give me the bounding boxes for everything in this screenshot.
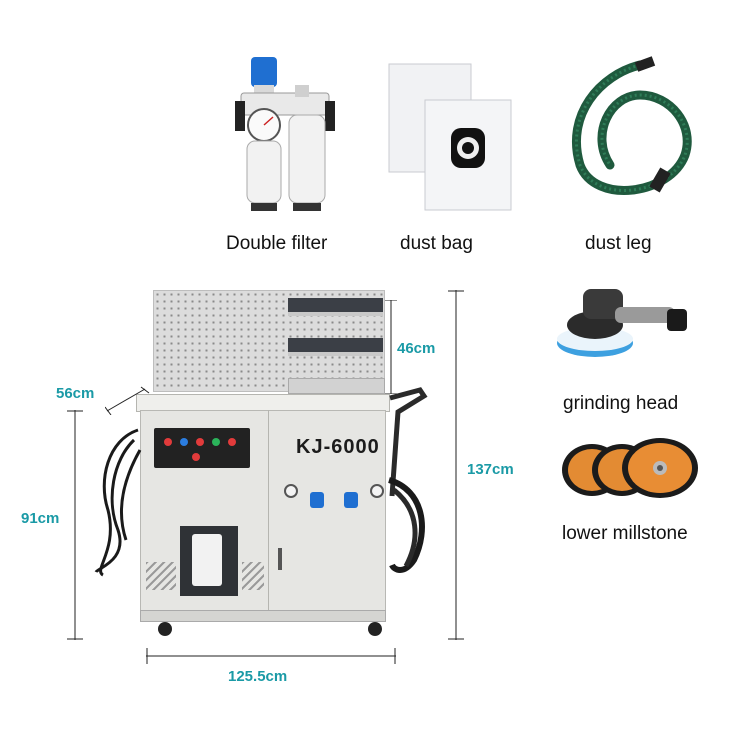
air-gauge-right	[370, 484, 384, 498]
dimension-cabinet-height-line	[67, 410, 83, 640]
dimension-depth-line	[104, 385, 155, 416]
dimension-width-label: 125.5cm	[228, 668, 288, 685]
lower-millstone-image	[560, 435, 705, 505]
wheel-left	[158, 622, 172, 636]
double-filter-image	[235, 55, 335, 215]
dust-bag-image	[385, 62, 515, 212]
vent-left	[146, 562, 176, 590]
lower-millstone-label: lower millstone	[562, 523, 688, 544]
socket-left	[310, 492, 324, 508]
dimension-depth-label: 56cm	[56, 385, 95, 402]
dimension-board-height-label: 46cm	[397, 340, 436, 357]
dust-leg-image	[560, 55, 700, 205]
control-panel	[154, 428, 250, 468]
air-gauge-left	[284, 484, 298, 498]
door-divider	[268, 410, 269, 610]
hose-left	[88, 420, 144, 580]
dust-bag-label: dust bag	[400, 233, 473, 254]
dimension-cabinet-height-label: 91cm	[21, 510, 60, 527]
wheel-right	[368, 622, 382, 636]
filter-unit-small	[192, 534, 222, 586]
grinding-head-label: grinding head	[563, 393, 679, 414]
dimension-width-line	[146, 648, 396, 664]
dust-leg-label: dust leg	[585, 233, 652, 254]
shelf-top	[288, 298, 383, 316]
vent-right	[242, 562, 264, 590]
grinding-head-image	[555, 283, 695, 363]
socket-right	[344, 492, 358, 508]
shelf-bottom	[288, 378, 385, 394]
shelf-middle	[288, 338, 383, 356]
double-filter-label: Double filter	[226, 233, 328, 254]
cabinet-base	[140, 610, 386, 622]
side-handle	[388, 386, 428, 506]
door-handle	[278, 548, 282, 570]
dimension-total-height-label: 137cm	[467, 461, 514, 478]
dimension-total-height-line	[448, 290, 464, 640]
hose-right	[384, 470, 434, 580]
machine-image: KJ-6000	[88, 290, 448, 640]
dimension-board-height-line	[385, 299, 397, 395]
model-label: KJ-6000	[296, 436, 380, 458]
